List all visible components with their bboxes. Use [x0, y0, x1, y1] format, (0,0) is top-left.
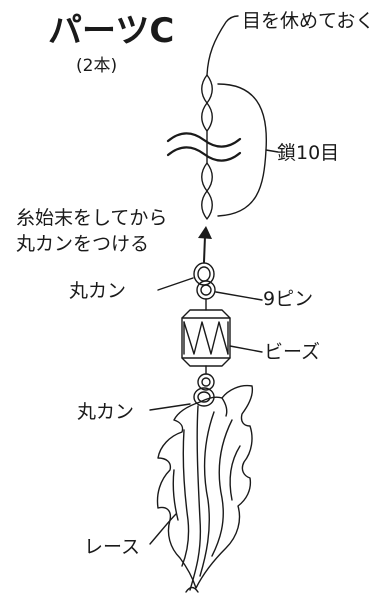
ring-bottom-leader	[149, 403, 191, 411]
nine-pin-label: 9ピン	[263, 288, 314, 310]
finish-instruction-line2: 丸カンをつける	[16, 233, 150, 255]
bottom-pin-loop	[197, 373, 215, 391]
jump-ring-top-label: 丸カン	[69, 280, 127, 302]
beads-leader	[229, 345, 263, 353]
finish-instruction-line1: 糸始末をしてから	[16, 207, 168, 229]
lace-leaf-icon	[156, 384, 254, 593]
thread-end	[206, 15, 239, 76]
page-title: パーツC	[48, 11, 175, 51]
lace-leader	[149, 513, 177, 545]
page-subtitle: (2本)	[76, 56, 118, 76]
arrow-up-icon	[198, 226, 212, 239]
chain-count-bracket	[217, 83, 268, 217]
arrow-shaft	[203, 235, 206, 263]
lace-label: レース	[84, 536, 141, 558]
thread-rest-label: 目を休めておく	[242, 10, 375, 32]
break-mark-icon	[166, 132, 242, 162]
pin-leader	[215, 291, 263, 301]
bead-icon	[181, 309, 231, 367]
ring-top-leader	[157, 277, 194, 291]
nine-pin-loop	[196, 280, 216, 311]
chain-count-label: 鎖10目	[277, 142, 340, 164]
chain-stitch-icon	[201, 74, 213, 220]
chain-label-leader	[265, 149, 279, 153]
jump-ring-bottom-label: 丸カン	[77, 401, 135, 423]
finish-instruction-label: 糸始末をしてから 丸カンをつける	[16, 205, 167, 257]
beads-label: ビーズ	[264, 341, 321, 363]
